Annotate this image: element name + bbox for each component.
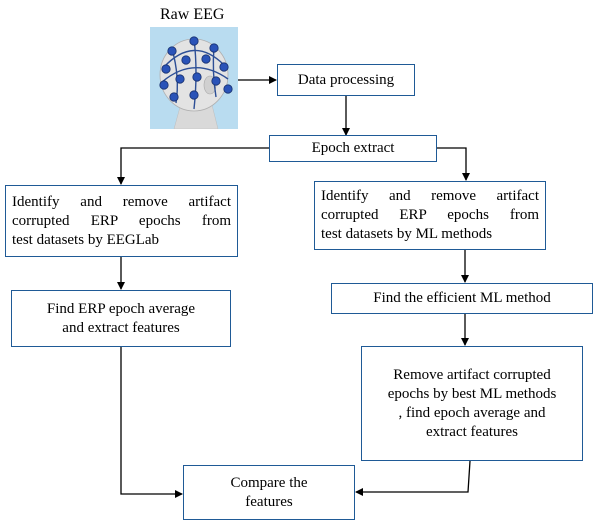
node-text-line: Find the efficient ML method	[373, 290, 551, 306]
node-text-line: features	[245, 493, 293, 510]
data-processing-node: Data processing	[277, 64, 415, 96]
node-text-line: corrupted ERP epochs from	[12, 212, 231, 229]
node-text-line: extract features	[425, 423, 519, 440]
find-ml-method-node: Find the efficient ML method	[331, 283, 593, 314]
arrow-average-to-compare	[120, 347, 183, 498]
arrow-epoch-to-left	[117, 147, 269, 185]
eeglab-removal-node: Identify and remove artifact corrupted E…	[5, 185, 238, 257]
epoch-extract-node: Epoch extract	[269, 135, 437, 162]
remove-best-ml-node: Remove artifact corrupted epochs by best…	[361, 346, 583, 461]
node-text-line: epochs by best ML methods	[387, 385, 557, 402]
node-text-line: Identify and remove artifact	[12, 193, 231, 210]
ml-removal-node: Identify and remove artifact corrupted E…	[314, 181, 546, 250]
node-text-line: Data processing	[297, 71, 395, 88]
arrow-best-to-compare	[355, 460, 471, 496]
node-text-line: Find ERP epoch average	[46, 300, 196, 317]
node-text-line: Identify and remove artifact	[321, 188, 539, 204]
node-text-line: Compare the	[230, 474, 308, 491]
arrow-epoch-to-right	[437, 147, 470, 181]
node-text-line: corrupted ERP epochs from	[321, 207, 539, 223]
compare-features-node: Compare the features	[183, 465, 355, 520]
node-text-line: , find epoch average and	[398, 404, 546, 421]
node-text-line: Remove artifact corrupted	[393, 366, 551, 383]
eeg-cap-head-icon	[150, 27, 238, 129]
raw-eeg-label: Raw EEG	[160, 6, 225, 23]
node-text-line: Epoch extract	[311, 140, 395, 156]
node-text-line: test datasets by ML methods	[321, 226, 493, 242]
node-text-line: test datasets by EEGLab	[12, 231, 160, 248]
node-text-line: and extract features	[62, 319, 180, 336]
find-average-node: Find ERP epoch average and extract featu…	[11, 290, 231, 347]
